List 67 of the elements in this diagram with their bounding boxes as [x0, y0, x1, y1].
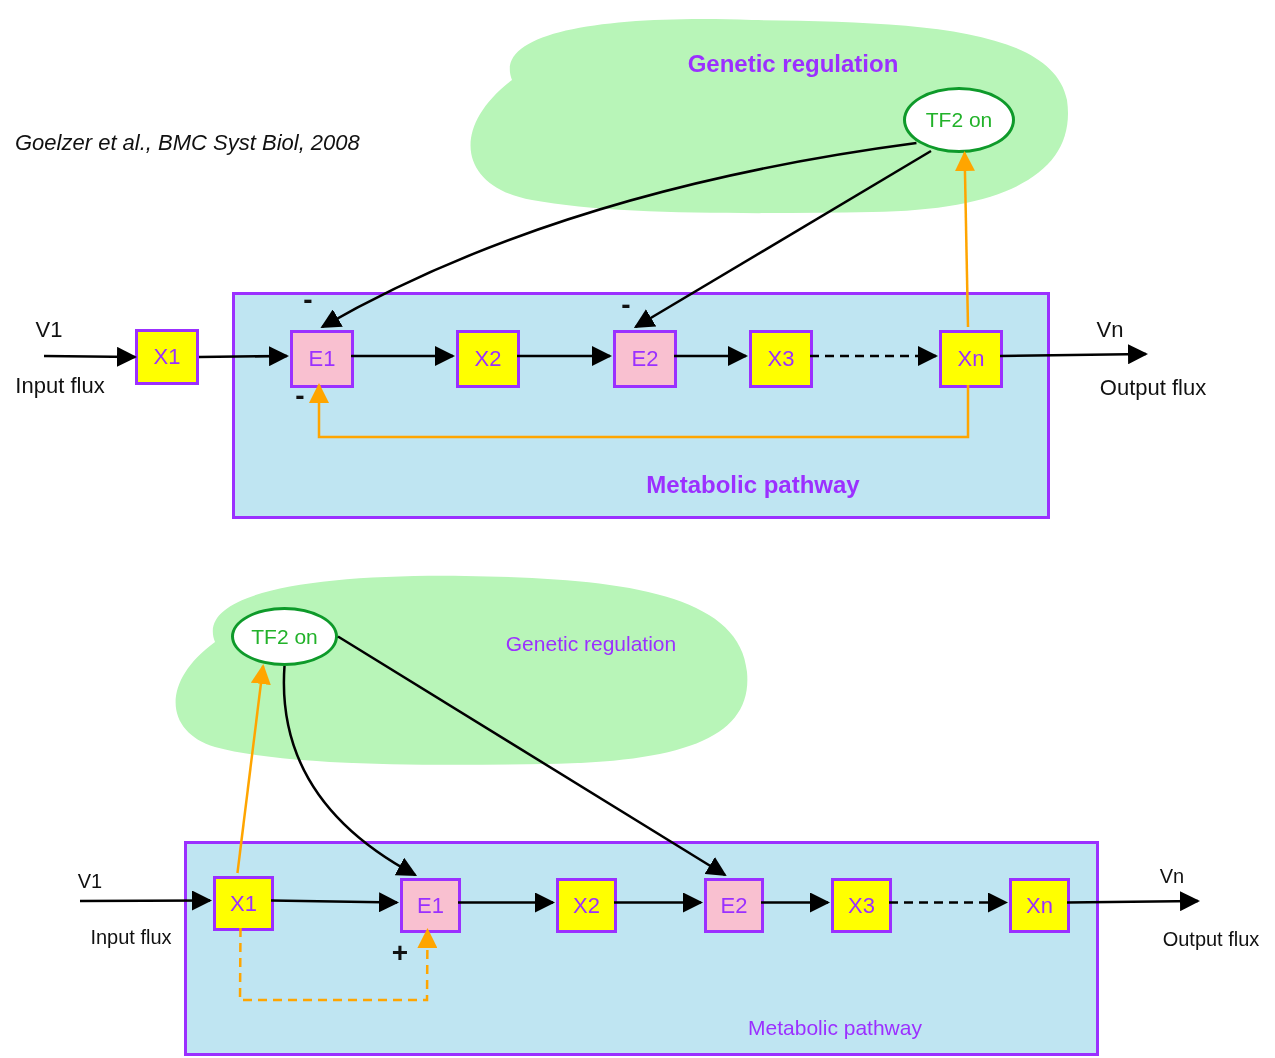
metabolite-box — [456, 330, 520, 388]
citation-text: Goelzer et al., BMC Syst Biol, 2008 — [15, 130, 360, 156]
arrow — [633, 149, 932, 329]
arrow — [270, 892, 399, 913]
arrow — [954, 151, 975, 328]
node-label: Genetic regulation — [687, 50, 899, 78]
arrow — [517, 346, 612, 366]
metabolite-box — [135, 329, 199, 385]
arrow — [238, 928, 438, 1002]
flux-label: V1 — [35, 317, 63, 343]
arrow — [761, 892, 830, 913]
inhibition-sign: - — [295, 380, 305, 412]
node-label: E1 — [417, 892, 444, 919]
arrow — [674, 346, 748, 366]
flux-label: Output flux — [1099, 375, 1207, 401]
arrow — [309, 383, 970, 439]
pathway-panel — [184, 841, 1099, 1056]
node-label: X2 — [573, 892, 600, 919]
arrow — [351, 346, 455, 366]
arrow — [236, 664, 271, 874]
flux-label: Vn — [1159, 864, 1185, 888]
node-label: E2 — [720, 892, 748, 919]
metabolite-box — [400, 878, 461, 933]
metabolite-box — [704, 878, 764, 933]
arrow — [1067, 891, 1200, 912]
node-label: X3 — [767, 346, 795, 372]
inhibition-sign: - — [621, 289, 631, 321]
flux-label: Input flux — [15, 373, 105, 399]
activation-sign: + — [391, 937, 409, 969]
arrow — [199, 346, 289, 367]
arrow — [80, 890, 212, 911]
arrow — [614, 892, 703, 913]
flux-label: Output flux — [1162, 927, 1260, 951]
flux-label: Vn — [1096, 317, 1124, 343]
node-label: Xn — [957, 346, 985, 372]
arrow — [458, 892, 555, 913]
node-label: X1 — [153, 344, 181, 370]
metabolite-box — [831, 878, 892, 933]
node-label: E1 — [308, 346, 336, 372]
arrow — [320, 141, 917, 329]
arrow — [337, 635, 727, 877]
node-label: TF2 on — [251, 624, 318, 649]
node-label: Metabolic pathway — [646, 471, 860, 499]
metabolite-box — [213, 876, 274, 931]
arrow — [44, 346, 137, 367]
flux-label: V1 — [77, 869, 103, 893]
arrow — [1000, 344, 1148, 365]
node-label: TF2 on — [925, 108, 993, 132]
node-label: Metabolic pathway — [748, 1016, 922, 1040]
metabolite-box — [939, 330, 1003, 388]
arrow — [282, 665, 418, 877]
metabolite-box — [556, 878, 617, 933]
node-label: E2 — [631, 346, 659, 372]
metabolite-box — [290, 330, 354, 388]
inhibition-sign: - — [303, 284, 313, 316]
node-label: Xn — [1026, 892, 1053, 919]
flux-label: Input flux — [90, 925, 172, 949]
node-label: X1 — [230, 890, 257, 917]
pathway-panel — [232, 292, 1050, 519]
node-label: Genetic regulation — [505, 632, 677, 656]
arrow — [889, 892, 1008, 913]
metabolite-box — [1009, 878, 1070, 933]
arrow — [810, 346, 938, 366]
metabolite-box — [749, 330, 813, 388]
node-label: X3 — [848, 892, 875, 919]
metabolite-box — [613, 330, 677, 388]
node-label: X2 — [474, 346, 502, 372]
